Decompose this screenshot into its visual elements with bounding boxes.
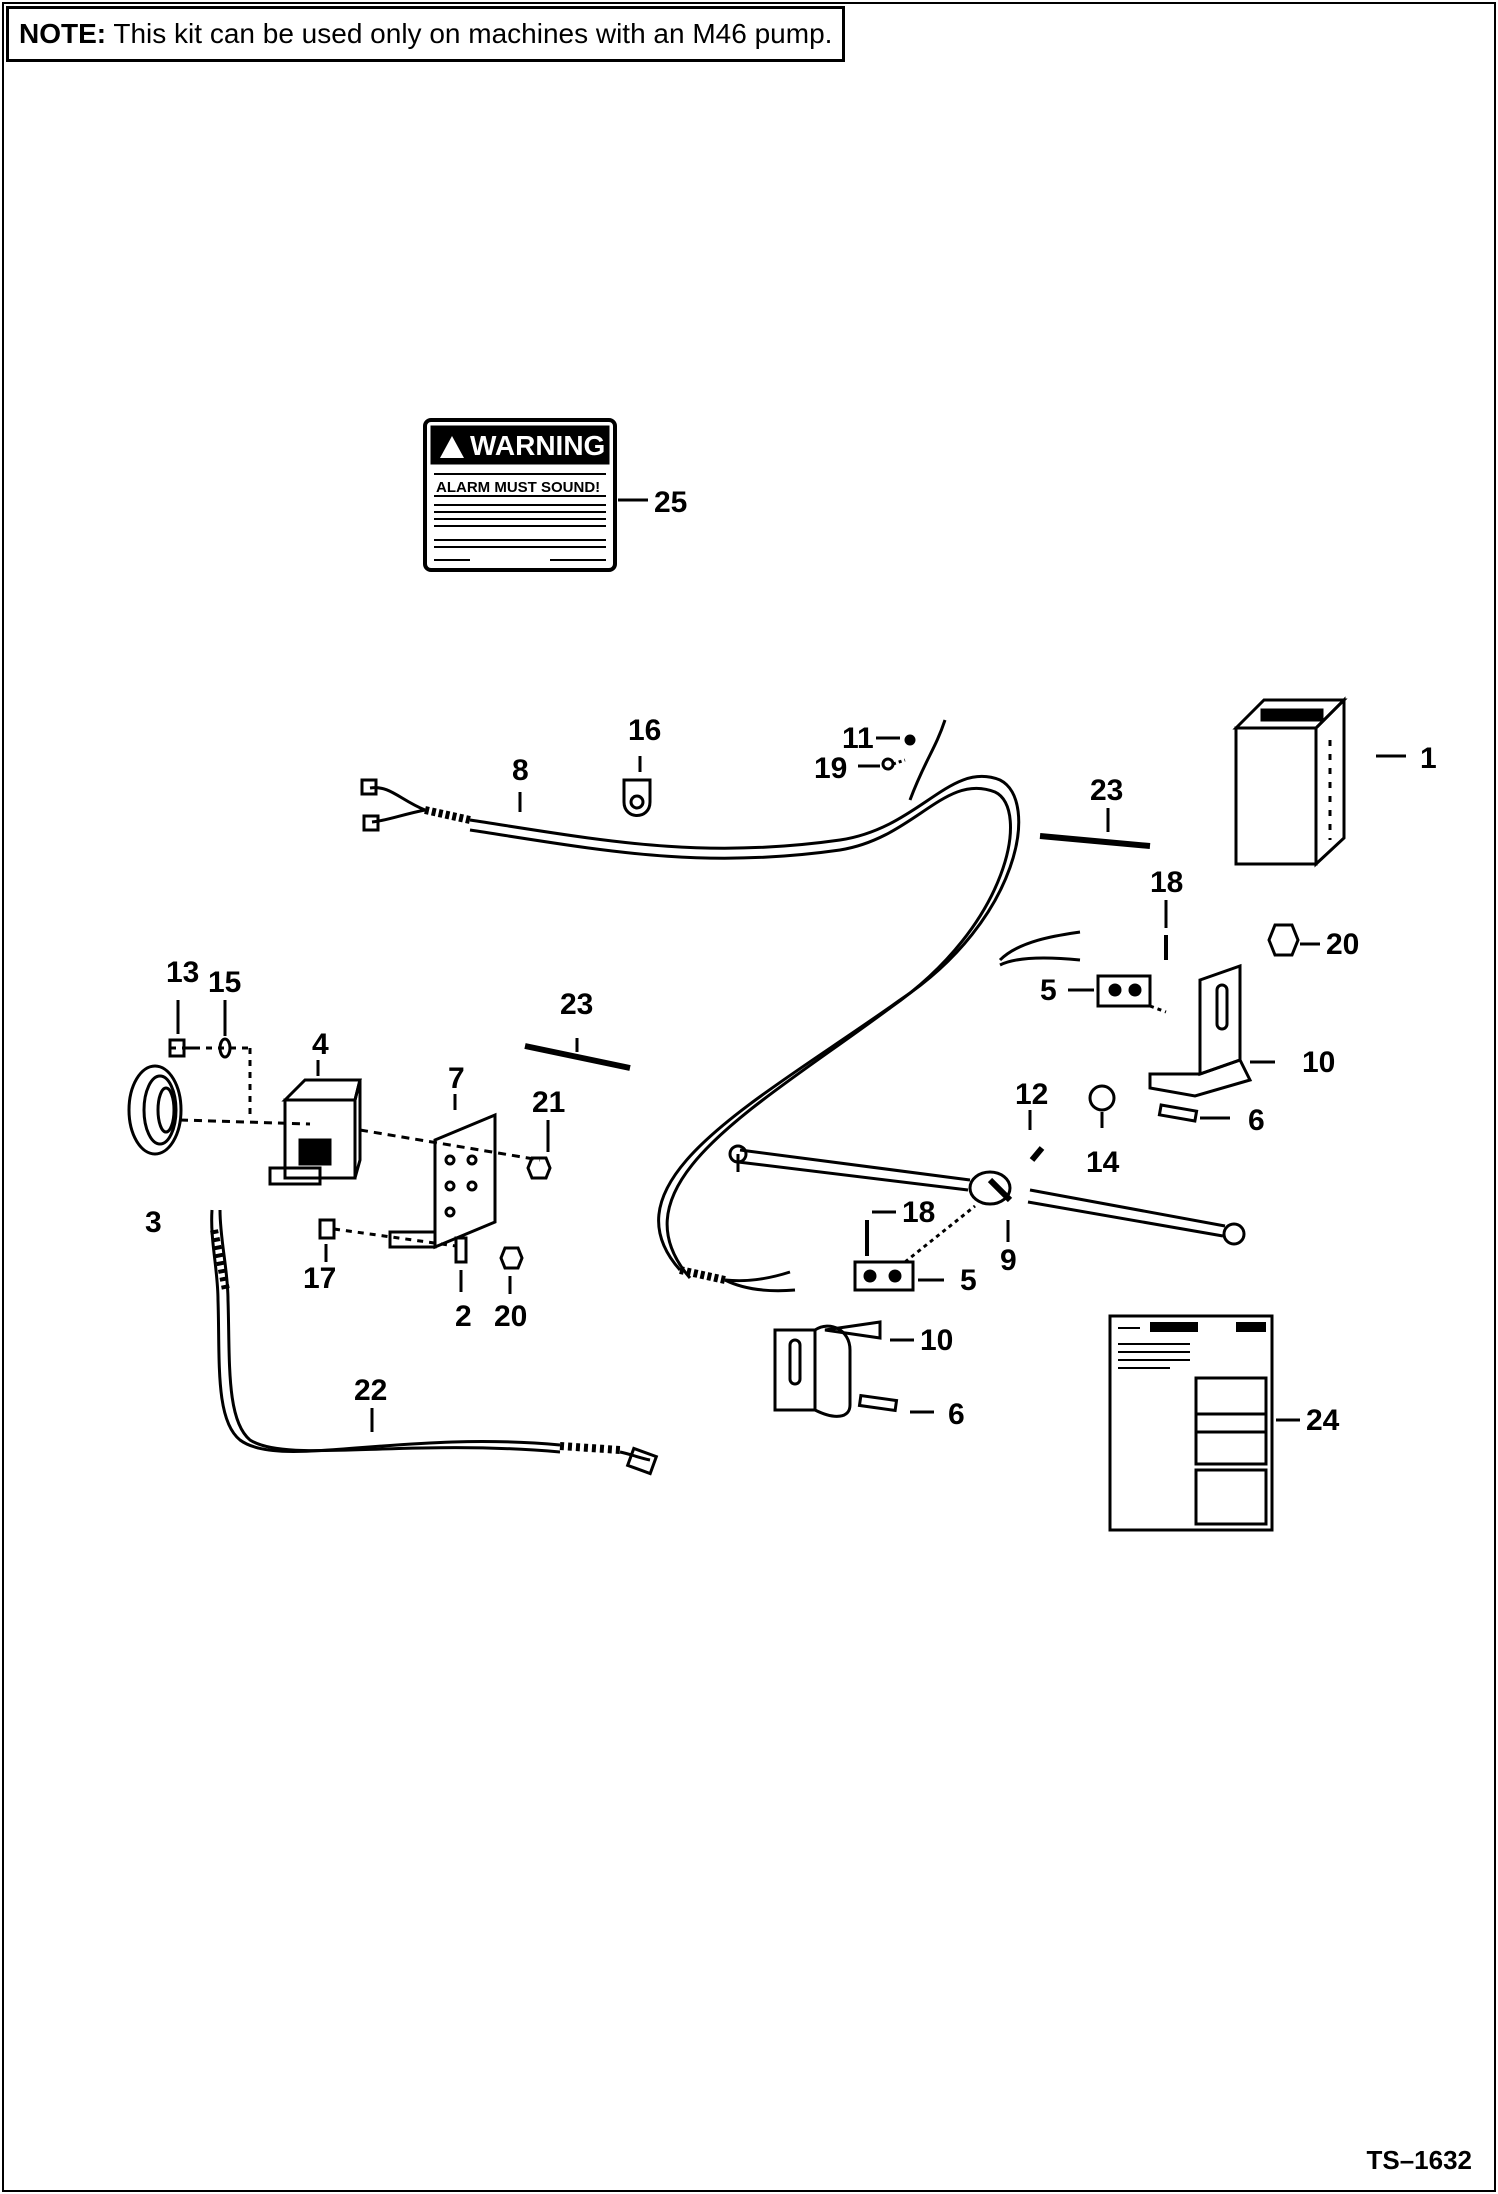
label-5-upper: 5 [1040, 974, 1057, 1007]
label-20-upper: 20 [1326, 928, 1359, 961]
rod-assembly [728, 1144, 1246, 1246]
label-24: 24 [1306, 1404, 1340, 1437]
cable-tie-upper [1039, 833, 1151, 849]
decal-heading: ALARM MUST SOUND! [436, 479, 600, 496]
wire-harness-8 [360, 719, 1081, 1293]
switch-lower [853, 1260, 915, 1292]
cable-tie-lower [524, 1043, 631, 1071]
label-1: 1 [1420, 742, 1437, 775]
label-19: 19 [814, 752, 847, 785]
mount-plate [388, 1112, 497, 1250]
note-prefix: NOTE: [19, 18, 107, 49]
label-20-lower: 20 [494, 1300, 527, 1333]
label-11: 11 [842, 722, 874, 755]
label-7: 7 [448, 1062, 465, 1095]
label-6-lower: 6 [948, 1398, 965, 1431]
clip-16 [622, 778, 652, 817]
instruction-manual [1108, 1314, 1274, 1532]
note-box: NOTE: This kit can be used only on machi… [6, 6, 846, 62]
label-2: 2 [455, 1300, 472, 1333]
motion-sensor [268, 1078, 362, 1186]
figure-code: TS–1632 [1366, 2145, 1472, 2175]
label-22: 22 [354, 1374, 387, 1407]
washer-15 [218, 1037, 232, 1059]
bracket-lower [773, 1320, 882, 1418]
label-10-upper: 10 [1302, 1046, 1335, 1079]
label-25: 25 [654, 486, 687, 519]
label-5-lower: 5 [960, 1264, 977, 1297]
label-13: 13 [166, 956, 199, 989]
label-8: 8 [512, 754, 529, 787]
hardware-11-19 [881, 734, 916, 771]
leader-lines [176, 498, 1406, 1432]
label-9: 9 [1000, 1244, 1017, 1277]
label-16: 16 [628, 714, 661, 747]
note-text: This kit can be used only on machines wi… [106, 18, 833, 49]
label-23-lower: 23 [560, 988, 593, 1021]
label-6-upper: 6 [1248, 1104, 1265, 1137]
pulley [127, 1064, 183, 1156]
callout-labels: 1 2 3 4 5 5 6 6 7 8 9 10 10 11 12 13 14 … [145, 486, 1437, 1437]
bolt-13 [168, 1038, 198, 1058]
alarm-box [1232, 696, 1348, 868]
label-21: 21 [532, 1086, 565, 1119]
lower-harness [210, 1209, 659, 1476]
label-18-lower: 18 [902, 1196, 935, 1229]
label-14: 14 [1086, 1146, 1120, 1179]
label-18-upper: 18 [1150, 866, 1183, 899]
label-4: 4 [312, 1028, 329, 1061]
decal-title: WARNING [470, 430, 605, 461]
switch-upper [1096, 974, 1167, 1014]
label-17: 17 [303, 1262, 336, 1295]
label-23-upper: 23 [1090, 774, 1123, 807]
label-3: 3 [145, 1206, 162, 1239]
label-15: 15 [208, 966, 241, 999]
label-10-lower: 10 [920, 1324, 953, 1357]
label-12: 12 [1015, 1078, 1048, 1111]
warning-decal [423, 418, 617, 572]
bracket-upper [1148, 963, 1253, 1098]
